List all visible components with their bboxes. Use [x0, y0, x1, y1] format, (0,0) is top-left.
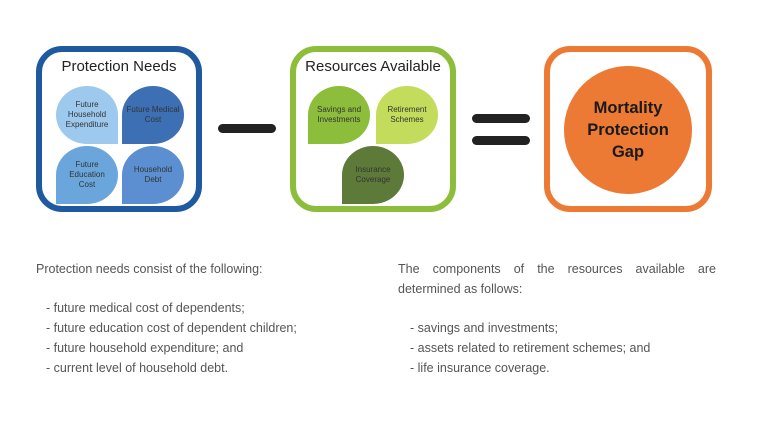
- right-bullet-2: - assets related to retirement schemes; …: [410, 341, 651, 355]
- protection-needs-title: Protection Needs: [61, 58, 177, 75]
- resource-savings-investments: Savings and Investments: [308, 86, 370, 144]
- protection-needs-box: Protection Needs Future Household Expend…: [36, 46, 202, 212]
- mortality-gap-title: Mortality Protection Gap: [587, 99, 669, 161]
- left-bullet-3: - future household expenditure; and: [46, 341, 244, 355]
- resources-intro: The components of the resources availabl…: [398, 262, 716, 296]
- resources-available-title: Resources Available: [305, 58, 441, 75]
- right-bullet-1: - savings and investments;: [410, 321, 558, 335]
- need-medical-cost: Future Medical Cost: [122, 86, 184, 144]
- mortality-gap-circle: Mortality Protection Gap: [564, 66, 692, 194]
- minus-operator: [218, 124, 276, 133]
- need-household-debt: Household Debt: [122, 146, 184, 204]
- equals-operator-bottom: [472, 136, 530, 145]
- left-bullet-1: - future medical cost of dependents;: [46, 301, 245, 315]
- protection-needs-intro: Protection needs consist of the followin…: [36, 262, 263, 276]
- resource-retirement-schemes: Retirement Schemes: [376, 86, 438, 144]
- resources-available-box: Resources Available Savings and Investme…: [290, 46, 456, 212]
- equals-operator-top: [472, 114, 530, 123]
- need-education-cost: Future Education Cost: [56, 146, 118, 204]
- mortality-gap-box: Mortality Protection Gap: [544, 46, 712, 212]
- left-bullet-2: - future education cost of dependent chi…: [46, 321, 297, 335]
- right-bullet-3: - life insurance coverage.: [410, 361, 550, 375]
- resource-insurance-coverage: Insurance Coverage: [342, 146, 404, 204]
- need-household-expenditure: Future Household Expenditure: [56, 86, 118, 144]
- left-bullet-4: - current level of household debt.: [46, 361, 229, 375]
